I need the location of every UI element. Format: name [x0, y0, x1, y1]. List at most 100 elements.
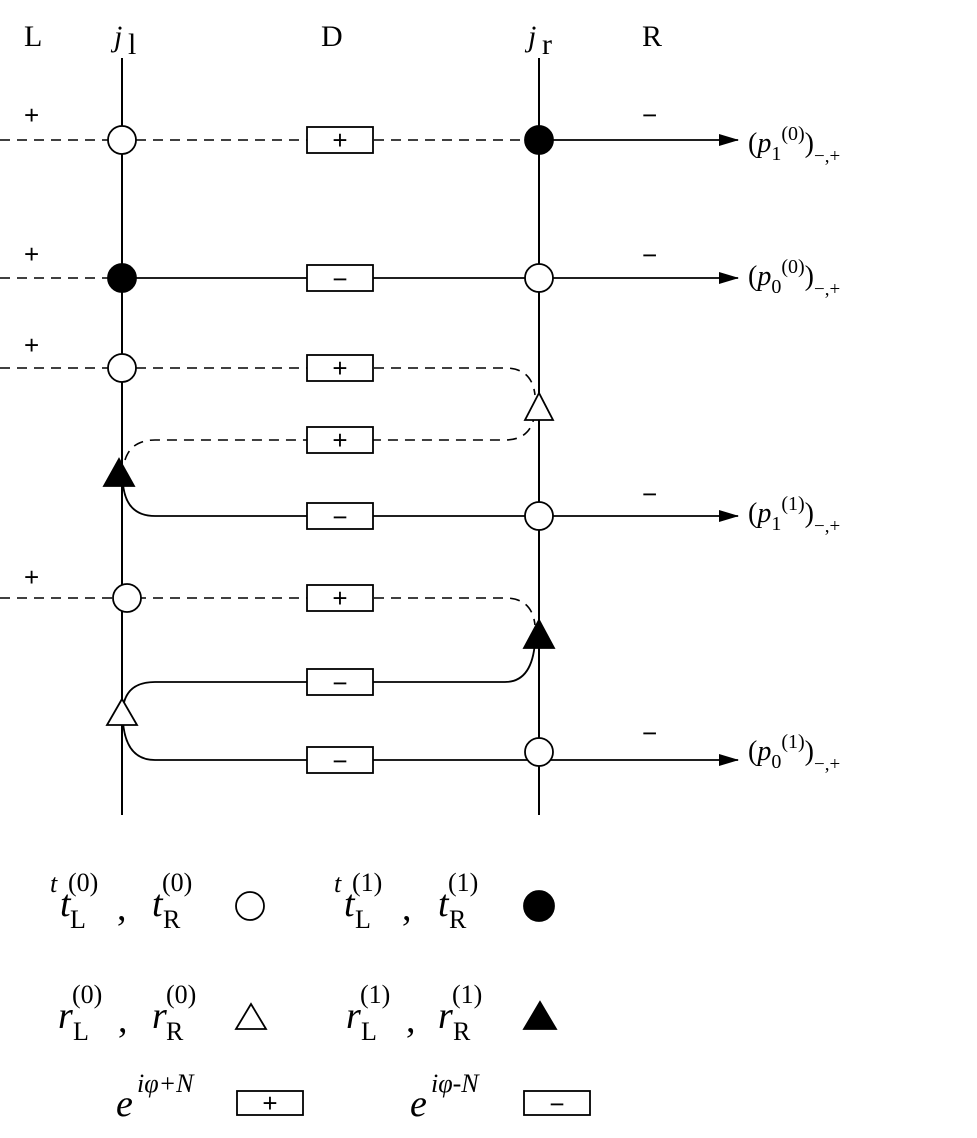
left-plus-label-row5: + — [24, 562, 39, 592]
svg-text:L: L — [73, 1017, 89, 1046]
path-row3-dashed-upper — [0, 367, 536, 396]
filled-triangle-node — [522, 618, 556, 649]
svg-text:−: − — [332, 502, 347, 532]
path-row5-dashed — [0, 597, 536, 626]
svg-text:−: − — [332, 264, 347, 294]
svg-text:t: t — [50, 869, 58, 898]
svg-text:R: R — [163, 905, 181, 934]
left-plus-label-row2: + — [24, 239, 39, 269]
open-triangle-node — [523, 391, 555, 421]
open-circle-node — [524, 263, 554, 293]
right-minus-label-row1: − — [642, 100, 657, 130]
svg-text:+: + — [332, 425, 347, 455]
svg-text:,: , — [402, 887, 412, 929]
legend-filled-circle-icon — [523, 890, 555, 922]
svg-text:t: t — [60, 883, 72, 925]
svg-text:r: r — [438, 995, 453, 1037]
phase-box-plus-row5: + — [306, 583, 374, 613]
svg-text:(1): (1) — [452, 980, 482, 1009]
legend: t t (0) L , t (0) R t t (1) L , t (1) R … — [50, 868, 591, 1125]
legend-phase-box-plus-icon — [236, 1090, 304, 1116]
svg-text:t: t — [438, 883, 450, 925]
path-row6-solid-arrow — [122, 721, 739, 766]
svg-text:−: − — [332, 668, 347, 698]
junction-right-sub: r — [542, 28, 552, 61]
filled-circle-node — [524, 125, 554, 155]
svg-text:(0): (0) — [72, 980, 102, 1009]
legend-filled-triangle-icon — [522, 1000, 558, 1030]
svg-text:(0): (0) — [68, 868, 98, 897]
svg-text:R: R — [166, 1017, 184, 1046]
output-label-row4: (p1(1))−,+ — [748, 493, 840, 537]
open-circle-node — [107, 353, 137, 383]
legend-reflection-order1: r (1) L , r (1) R — [346, 980, 558, 1046]
right-minus-label-row4: − — [642, 479, 657, 509]
svg-text:(0): (0) — [162, 868, 192, 897]
open-circle-node — [524, 501, 554, 531]
svg-text:+: + — [332, 125, 347, 155]
region-label-left: L — [24, 20, 42, 53]
open-triangle-node — [105, 697, 139, 726]
phase-box-minus-row2: − — [306, 264, 374, 294]
svg-text:,: , — [118, 999, 128, 1041]
right-minus-label-row6: − — [642, 718, 657, 748]
svg-text:r: r — [346, 995, 361, 1037]
phase-box-minus-row5-return: − — [306, 668, 374, 698]
svg-text:L: L — [361, 1017, 377, 1046]
svg-text:t: t — [152, 883, 164, 925]
phase-box-plus-row1: + — [306, 125, 374, 155]
svg-text:(p1(0))−,+: (p1(0))−,+ — [748, 123, 840, 167]
filled-triangle-node — [102, 457, 136, 487]
legend-phase-minus: e iφ-N − — [410, 1069, 591, 1125]
filled-circle-node — [107, 263, 137, 293]
phase-box-plus-row3: + — [306, 353, 374, 383]
svg-text:(p0(1))−,+: (p0(1))−,+ — [748, 731, 840, 775]
svg-text:t: t — [334, 869, 342, 898]
open-circle-node — [107, 125, 137, 155]
svg-text:L: L — [70, 905, 86, 934]
legend-transmission-order0: t t (0) L , t (0) R — [50, 868, 265, 934]
legend-transmission-order1: t t (1) L , t (1) R — [334, 868, 555, 934]
svg-text:iφ-N: iφ-N — [431, 1069, 480, 1098]
path-row3-dashed-return — [122, 411, 536, 471]
output-label-row1: (p1(0))−,+ — [748, 123, 840, 167]
svg-text:(p1(1))−,+: (p1(1))−,+ — [748, 493, 840, 537]
region-label-center: D — [321, 20, 343, 53]
svg-text:(1): (1) — [352, 868, 382, 897]
left-plus-label-row3: + — [24, 330, 39, 360]
path-row4-solid-arrow — [122, 483, 739, 522]
phase-box-minus-row6: − — [306, 746, 374, 776]
svg-text:e: e — [116, 1083, 133, 1125]
phase-box-minus-row4: − — [306, 502, 374, 532]
legend-phase-plus: e iφ+N + — [116, 1069, 304, 1125]
open-circle-node — [112, 583, 142, 613]
phase-box-plus-row3-return: + — [306, 425, 374, 455]
svg-text:(p0(0))−,+: (p0(0))−,+ — [748, 256, 840, 300]
svg-text:r: r — [152, 995, 167, 1037]
svg-text:+: + — [332, 583, 347, 613]
svg-text:+: + — [332, 353, 347, 383]
svg-text:(1): (1) — [448, 868, 478, 897]
svg-text:iφ+N: iφ+N — [137, 1069, 195, 1098]
region-label-right: R — [642, 20, 662, 53]
legend-open-triangle-icon — [234, 1002, 268, 1030]
svg-text:−: − — [549, 1089, 564, 1119]
junction-left-sub: l — [128, 28, 136, 61]
legend-reflection-order0: r (0) L , r (0) R — [58, 980, 268, 1046]
svg-text:+: + — [262, 1088, 277, 1118]
junction-left-label: j — [110, 20, 122, 53]
svg-text:(1): (1) — [360, 980, 390, 1009]
output-label-row6: (p0(1))−,+ — [748, 731, 840, 775]
svg-text:R: R — [449, 905, 467, 934]
svg-text:L: L — [355, 905, 371, 934]
svg-text:e: e — [410, 1083, 427, 1125]
svg-text:−: − — [332, 746, 347, 776]
output-label-row2: (p0(0))−,+ — [748, 256, 840, 300]
junction-right-label: j — [524, 20, 536, 53]
right-minus-label-row2: − — [642, 240, 657, 270]
svg-text:(0): (0) — [166, 980, 196, 1009]
svg-text:,: , — [406, 999, 416, 1041]
open-circle-node — [524, 737, 554, 767]
